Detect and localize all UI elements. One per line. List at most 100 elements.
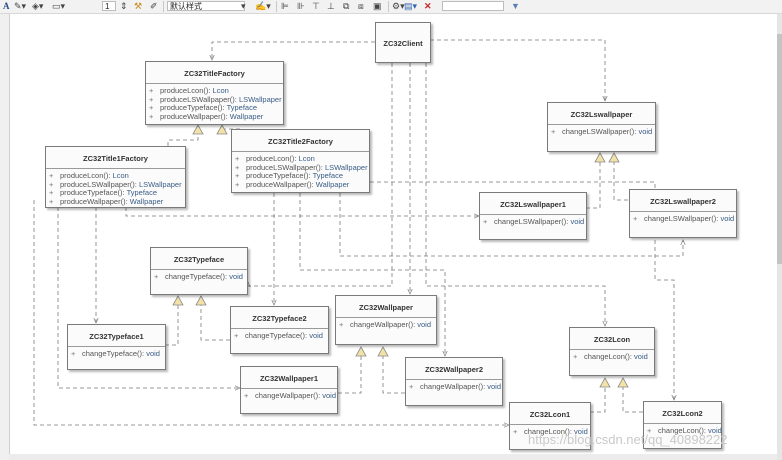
apply-style-icon[interactable]: ✍▾	[255, 1, 271, 11]
tools-icon[interactable]: ⚙▾	[392, 1, 405, 11]
operations-compartment: +changeTypeface(): void	[231, 329, 328, 341]
filter-icon[interactable]: ▼	[511, 1, 520, 11]
toolbar-divider	[163, 1, 164, 12]
operations-compartment: +produceLcon(): Lcon +produceLSWallpaper…	[146, 84, 283, 121]
font-color-icon[interactable]: A	[3, 1, 10, 11]
class-zc32typeface2[interactable]: ZC32Typeface2 +changeTypeface(): void	[230, 306, 329, 354]
operations-compartment: +changeTypeface(): void	[68, 347, 165, 359]
class-zc32lcon[interactable]: ZC32Lcon +changeLcon(): void	[569, 327, 655, 376]
operation: +changeWallpaper(): void	[339, 320, 432, 329]
class-name: ZC32Lcon1	[510, 403, 590, 425]
left-gutter	[0, 14, 9, 460]
class-zc32wallpaper1[interactable]: ZC32Wallpaper1 +changeWallpaper(): void	[240, 366, 338, 414]
toolbar: A ✎▾ ◈▾ ▭▾ 1 ⇕ ⚒ ✐ 默认样式 ▾ ✍▾ ⊫ ⊪ ⊤ ⊥ ⧉ ⧈…	[0, 0, 782, 14]
operations-compartment: +changeLcon(): void	[510, 425, 590, 437]
class-name: ZC32Typeface2	[231, 307, 328, 329]
class-name: ZC32Lcon2	[644, 402, 721, 424]
operation: +produceTypeface(): Typeface	[235, 171, 344, 181]
operation: +changeWallpaper(): void	[244, 391, 337, 400]
class-name: ZC32Title2Factory	[232, 130, 369, 152]
operations-compartment: +changeLSWallpaper(): void	[548, 125, 655, 137]
toolbar-divider	[276, 1, 277, 12]
class-name: ZC32Wallpaper2	[406, 358, 502, 380]
operation: +produceLSWallpaper(): LSWallpaper	[235, 162, 368, 172]
operations-compartment: +changeLcon(): void	[570, 350, 654, 362]
class-name: ZC32Wallpaper1	[241, 367, 337, 389]
operation: +changeTypeface(): void	[234, 331, 323, 340]
class-zc32titlefactory[interactable]: ZC32TitleFactory +produceLcon(): Lcon +p…	[145, 61, 284, 125]
layout-icon[interactable]: ▤▾	[404, 1, 418, 11]
class-name: ZC32TitleFactory	[146, 62, 283, 84]
operation: +produceWallpaper(): Wallpaper	[235, 179, 350, 189]
operation: +changeLcon(): void	[513, 427, 588, 436]
operation: +produceWallpaper(): Wallpaper	[49, 196, 164, 206]
class-name: ZC32Lswallpaper2	[630, 190, 736, 212]
operations-compartment: +changeLSWallpaper(): void	[630, 212, 736, 224]
vertical-scrollbar[interactable]	[777, 14, 782, 460]
class-zc32lswallpaper2[interactable]: ZC32Lswallpaper2 +changeLSWallpaper(): v…	[629, 189, 737, 238]
class-zc32typeface1[interactable]: ZC32Typeface1 +changeTypeface(): void	[67, 324, 166, 370]
class-zc32lcon1[interactable]: ZC32Lcon1 +changeLcon(): void	[509, 402, 591, 450]
operation: +changeLSWallpaper(): void	[483, 217, 585, 226]
class-zc32lswallpaper1[interactable]: ZC32Lswallpaper1 +changeLSWallpaper(): v…	[479, 192, 587, 240]
operation: +produceLcon(): Lcon	[149, 86, 229, 95]
class-name: ZC32Wallpaper	[336, 296, 436, 318]
class-name: ZC32Lcon	[570, 328, 654, 350]
operations-compartment: +produceLcon(): Lcon +produceLSWallpaper…	[46, 169, 185, 206]
horizontal-scrollbar[interactable]	[9, 454, 777, 460]
fill-color-icon[interactable]: ◈▾	[32, 1, 44, 11]
operation: +produceTypeface(): Typeface	[49, 188, 158, 198]
class-name: ZC32Typeface1	[68, 325, 165, 347]
class-name: ZC32Title1Factory	[46, 147, 185, 169]
class-name: ZC32Client	[383, 39, 423, 48]
operation: +changeTypeface(): void	[71, 349, 160, 358]
style-combo[interactable]: 默认样式	[167, 1, 245, 11]
operations-compartment: +changeLSWallpaper(): void	[480, 215, 586, 227]
class-zc32title1factory[interactable]: ZC32Title1Factory +produceLcon(): Lcon +…	[45, 146, 186, 208]
spinner-icon[interactable]: ⇕	[120, 1, 128, 11]
operation: +produceTypeface(): Typeface	[149, 103, 258, 113]
line-width-combo[interactable]: 1	[102, 1, 116, 11]
align-bottom-icon[interactable]: ⊥	[327, 1, 335, 11]
chevron-down-icon[interactable]: ▾	[241, 1, 246, 11]
class-name: ZC32Lswallpaper	[548, 103, 655, 125]
text-style-icon[interactable]: ✎▾	[14, 1, 27, 11]
same-size-icon[interactable]: ⧉	[343, 1, 350, 11]
class-zc32title2factory[interactable]: ZC32Title2Factory +produceLcon(): Lcon +…	[231, 129, 370, 193]
operation: +changeLSWallpaper(): void	[633, 214, 735, 223]
brush-icon[interactable]: ✐	[150, 1, 158, 11]
operation: +changeLSWallpaper(): void	[551, 127, 653, 136]
class-zc32wallpaper[interactable]: ZC32Wallpaper +changeWallpaper(): void	[335, 295, 437, 345]
class-zc32lcon2[interactable]: ZC32Lcon2 +changeLcon(): void	[643, 401, 722, 449]
format-painter-icon[interactable]: ⚒	[134, 1, 143, 11]
operations-compartment: +changeLcon(): void	[644, 424, 722, 436]
class-zc32typeface[interactable]: ZC32Typeface +changeTypeface(): void	[150, 247, 248, 295]
operation: +produceWallpaper(): Wallpaper	[149, 111, 264, 121]
class-zc32lswallpaper[interactable]: ZC32Lswallpaper +changeLSWallpaper(): vo…	[547, 102, 656, 152]
operations-compartment: +produceLcon(): Lcon +produceLSWallpaper…	[232, 152, 369, 189]
operations-compartment: +changeWallpaper(): void	[406, 380, 502, 392]
align-top-icon[interactable]: ⊤	[312, 1, 320, 11]
operation: +produceLcon(): Lcon	[49, 171, 129, 180]
class-name: ZC32Typeface	[151, 248, 247, 270]
watermark-text: https://blog.csdn.net/qq_40898222	[528, 432, 728, 447]
operation: +changeTypeface(): void	[154, 272, 243, 281]
class-zc32wallpaper2[interactable]: ZC32Wallpaper2 +changeWallpaper(): void	[405, 357, 503, 406]
line-color-icon[interactable]: ▭▾	[52, 1, 66, 11]
bring-front-icon[interactable]: ⧈	[358, 1, 364, 11]
class-zc32client[interactable]: ZC32Client	[375, 22, 431, 63]
scrollbar-thumb[interactable]	[777, 34, 782, 264]
operation: +produceLSWallpaper(): LSWallpaper	[149, 94, 282, 104]
filter-input[interactable]	[442, 1, 504, 11]
operation: +changeWallpaper(): void	[409, 382, 502, 391]
class-name: ZC32Lswallpaper1	[480, 193, 586, 215]
operations-compartment: +changeWallpaper(): void	[241, 389, 337, 401]
operations-compartment: +changeWallpaper(): void	[336, 318, 436, 330]
send-back-icon[interactable]: ▣	[373, 1, 382, 11]
align-left-icon[interactable]: ⊫	[281, 1, 289, 11]
toolbar-divider	[388, 1, 389, 12]
delete-icon[interactable]: ✕	[424, 1, 432, 11]
operation: +changeLcon(): void	[647, 426, 722, 435]
operation: +produceLSWallpaper(): LSWallpaper	[49, 179, 182, 189]
align-center-icon[interactable]: ⊪	[297, 1, 305, 11]
